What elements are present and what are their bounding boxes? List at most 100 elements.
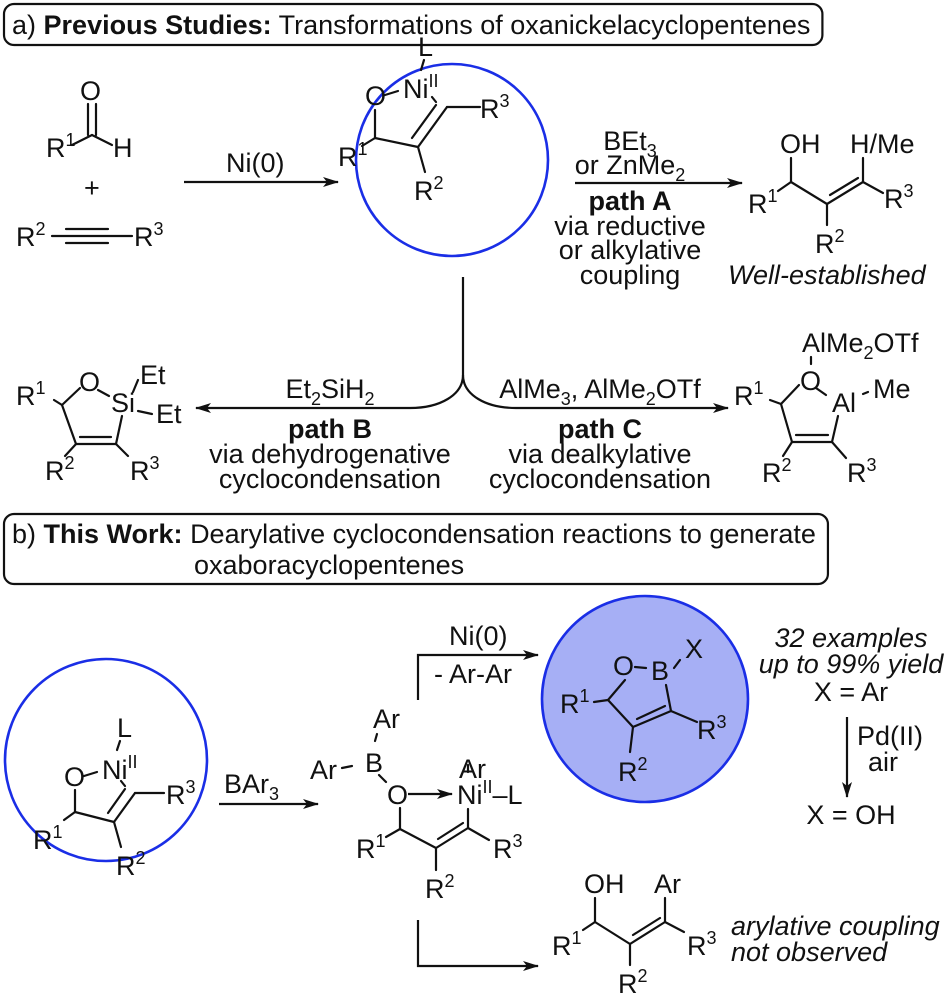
oh-label: OH (584, 869, 625, 899)
upper-branch: Ni(0) - Ar-Ar (416, 621, 539, 700)
air-condition: air (868, 747, 898, 777)
nickelacycle-highlight-ring (3, 657, 209, 863)
atom-al: Al (832, 388, 856, 418)
path-b-reagent: Et2SiH2 (285, 374, 374, 409)
section-b: b) This Work: Dearylative cyclocondensat… (2, 512, 945, 999)
atom-o: O (79, 367, 100, 397)
lower-branch-arrow (416, 920, 539, 971)
section-a-title: a) Previous Studies: Transformations of … (12, 10, 810, 40)
r2-label: R2 (815, 226, 845, 259)
path-b: Et2SiH2 path B via dehydrogenative cyclo… (16, 360, 451, 494)
nickelacycle-structure: L NiII O R1 R3 R2 (338, 32, 510, 206)
nickelacycle-highlight-ring (354, 62, 550, 258)
r2-label: R2 (618, 966, 648, 999)
atom-o: O (387, 780, 408, 810)
section-b-title-line2: oxaboracyclopentenes (194, 550, 464, 580)
r1-label: R1 (356, 831, 386, 864)
atom-h: H (113, 133, 133, 163)
path-a: BEt3 or ZnMe2 path A via reductive or al… (554, 126, 926, 290)
methyl: Me (873, 374, 911, 404)
ligand-l: L (117, 713, 132, 743)
section-b-title-box (2, 512, 830, 586)
path-c-desc-1: via dealkylative (508, 439, 691, 469)
r3-label: R3 (166, 777, 196, 810)
r3-label: R3 (697, 712, 727, 745)
borate-nickel-intermediate: Ar Ar B O Ar NiII–L R1 R3 R2 (310, 704, 523, 904)
atom-si: Si (111, 388, 135, 418)
atom-ni: NiII–L (457, 777, 523, 810)
atom-ni: NiII (102, 752, 138, 785)
results-panel: 32 examples up to 99% yield X = Ar Pd(II… (759, 623, 945, 830)
ethyl-1: Et (140, 360, 166, 390)
path-c-desc-2: cyclocondensation (489, 464, 711, 494)
plus-sign: + (84, 173, 100, 203)
section-a: a) Previous Studies: Transformations of … (2, 2, 927, 494)
section-b-title: b) This Work: Dearylative cyclocondensat… (12, 519, 816, 549)
path-b-product: R1 O Si Et Et R2 R3 (16, 360, 182, 486)
aryl-top: Ar (373, 704, 400, 734)
r1-label: R1 (734, 378, 764, 411)
r1-label: R1 (560, 686, 590, 719)
x-equals-oh: X = OH (806, 800, 895, 830)
alkyne-r2: R2 (16, 219, 46, 252)
aldehyde-structure: O R1 H (46, 76, 133, 163)
r2-label: R2 (425, 871, 455, 904)
ar-ar-byproduct: - Ar-Ar (434, 659, 512, 689)
boracycle-highlight-disc (540, 594, 750, 804)
alkyne-r3: R3 (134, 219, 164, 252)
h-me-label: H/Me (850, 129, 915, 159)
path-c-label: path C (558, 414, 642, 444)
atom-b: B (365, 748, 383, 778)
oxaboracyclopentene-structure: X O B R1 R3 R2 (560, 634, 727, 787)
aryl-ni: Ar (459, 754, 486, 784)
atom-o: O (613, 651, 634, 681)
r3-label: R3 (884, 181, 914, 214)
r1-label: R1 (748, 186, 778, 219)
aryl-left: Ar (310, 755, 337, 785)
upper-branch-arrow (416, 650, 539, 700)
section-a-title-box (2, 2, 824, 47)
r3-label: R3 (847, 455, 877, 488)
r1-label: R1 (33, 822, 63, 855)
almeotf-label: AlMe2OTf (802, 328, 919, 363)
x-equals-ar: X = Ar (814, 677, 888, 707)
substituent-x: X (685, 634, 703, 664)
path-b-label: path B (288, 414, 372, 444)
bar3-reagent: BAr3 (224, 769, 279, 804)
r1-label: R1 (338, 139, 368, 172)
path-a-desc-2: or alkylative (559, 235, 702, 265)
alkyne-structure: R2 R3 (16, 219, 164, 252)
path-a-product: OH H/Me R1 R3 R2 (748, 129, 915, 259)
path-a-label: path A (589, 186, 672, 216)
ligand-l: L (418, 32, 433, 62)
nickelacycle-structure: L NiII O R1 R3 R2 (33, 713, 196, 881)
path-b-desc-2: cyclocondensation (219, 464, 441, 494)
oh-label: OH (780, 129, 821, 159)
r3-label: R3 (493, 831, 523, 864)
well-established-note: Well-established (728, 260, 927, 290)
examples-count: 32 examples (774, 623, 927, 653)
path-c-reagent: AlMe3, AlMe2OTf (499, 374, 701, 409)
atom-ni: NiII (403, 71, 439, 104)
lower-branch: OH Ar R1 R3 R2 arylative coupling not ob… (416, 869, 940, 999)
ethyl-2: Et (156, 399, 182, 429)
path-c-product: AlMe2OTf O Al Me R1 R2 R3 (734, 328, 919, 488)
atom-o: O (64, 762, 85, 792)
atom-o: O (80, 76, 101, 106)
aldehyde-r1: R1 (46, 130, 76, 163)
r2-label: R2 (45, 453, 75, 486)
r2-label: R2 (116, 848, 146, 881)
r3-label: R3 (130, 453, 160, 486)
ni0-reagent: Ni(0) (449, 621, 508, 651)
path-a-reagent-1: BEt3 (603, 126, 657, 161)
branch-right (461, 374, 729, 413)
arylative-product: OH Ar R1 R3 R2 (552, 869, 717, 999)
atom-o: O (800, 366, 821, 396)
r2-label: R2 (762, 455, 792, 488)
pd-reagent: Pd(II) (857, 721, 923, 751)
atom-b: B (651, 656, 669, 686)
atom-o: O (365, 81, 386, 111)
r3-label: R3 (480, 91, 510, 124)
aryl-label: Ar (654, 869, 681, 899)
